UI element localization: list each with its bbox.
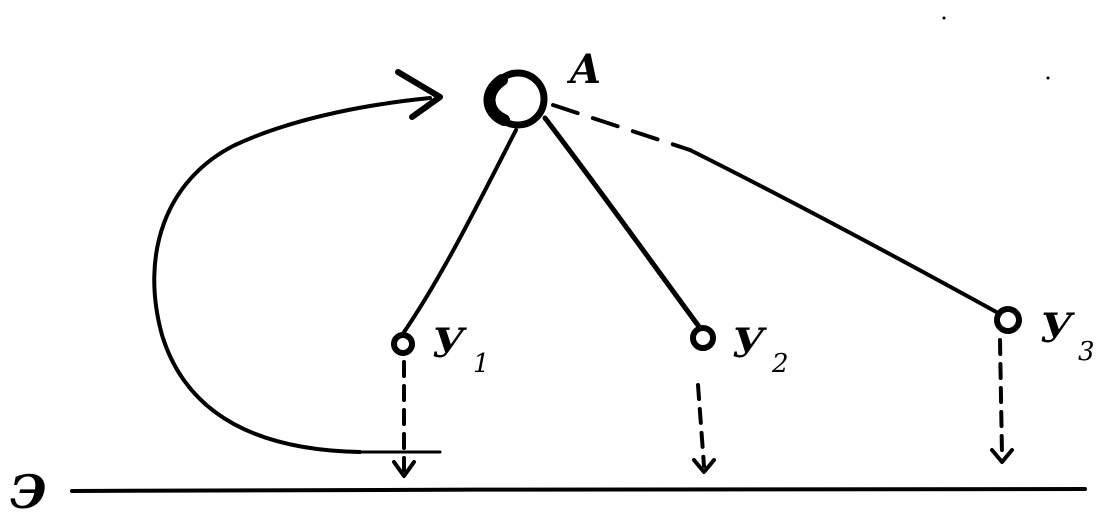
node-y2-subscript: 2 bbox=[771, 349, 789, 379]
root-node: A bbox=[483, 46, 601, 129]
node-y2-label: У bbox=[732, 320, 767, 367]
node-y2-arrowhead bbox=[692, 458, 716, 474]
node-y1-label: У bbox=[432, 320, 467, 367]
node-y2-dashed-arrow bbox=[696, 383, 706, 468]
edge-a-to-y2 bbox=[542, 115, 703, 331]
node-y3-circle bbox=[994, 306, 1022, 334]
speck-mark bbox=[1046, 76, 1050, 80]
baseline-label: Э bbox=[10, 465, 47, 519]
root-node-label: A bbox=[566, 46, 601, 93]
edge-a-to-y3-solid-part bbox=[688, 148, 1002, 316]
feedback-arrowhead bbox=[395, 69, 443, 120]
baseline: Э bbox=[10, 465, 1087, 519]
node-y3-arrowhead bbox=[990, 448, 1014, 464]
node-y1-arrowhead bbox=[392, 460, 416, 478]
node-y3: У 3 bbox=[990, 305, 1095, 464]
baseline-line bbox=[70, 486, 1087, 493]
node-y3-dashed-arrow bbox=[998, 338, 1004, 457]
edge-a-to-y1 bbox=[400, 128, 518, 337]
node-y1: У 1 bbox=[391, 320, 490, 478]
node-y3-label: У bbox=[1040, 305, 1075, 352]
edge-a-to-y3-dashed-part bbox=[551, 103, 692, 152]
node-y2-circle bbox=[690, 325, 716, 351]
node-y1-subscript: 1 bbox=[473, 349, 490, 379]
feedback-loop-curve bbox=[152, 96, 432, 454]
speck-mark bbox=[942, 16, 946, 20]
node-y2: У 2 bbox=[690, 320, 789, 474]
node-y3-subscript: 3 bbox=[1078, 337, 1095, 367]
node-y1-circle bbox=[391, 332, 415, 356]
root-node-thick-edge bbox=[483, 74, 510, 126]
